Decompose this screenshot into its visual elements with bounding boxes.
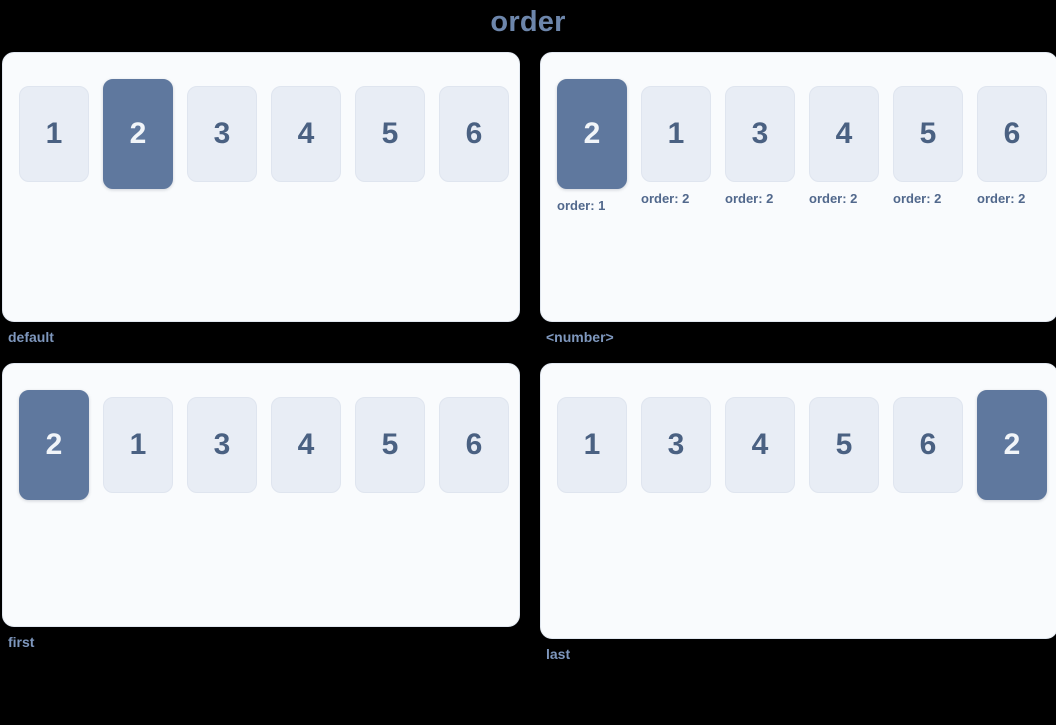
item-row-default: 1 2 3 4 5 6 xyxy=(19,79,519,189)
order-label: order: 1 xyxy=(557,198,606,213)
cell-wrap: 2 xyxy=(103,79,173,189)
panel-caption-last: last xyxy=(546,646,571,662)
panel-last: 1 3 4 5 6 2 xyxy=(540,363,1056,639)
item-cell[interactable]: 1 xyxy=(641,86,711,182)
cell-wrap: 5 order: 2 xyxy=(893,79,963,206)
cell-wrap: 1 xyxy=(103,397,173,493)
item-cell-active[interactable]: 2 xyxy=(557,79,627,189)
order-label: order: 2 xyxy=(809,191,858,206)
item-cell[interactable]: 4 xyxy=(271,397,341,493)
item-cell[interactable]: 1 xyxy=(557,397,627,493)
panel-first: 2 1 3 4 5 6 xyxy=(2,363,520,627)
cell-wrap: 2 order: 1 xyxy=(557,79,627,213)
item-cell[interactable]: 5 xyxy=(355,86,425,182)
cell-wrap: 4 order: 2 xyxy=(809,79,879,206)
item-cell[interactable]: 3 xyxy=(641,397,711,493)
panel-grid: 1 2 3 4 5 6 xyxy=(0,52,1056,662)
item-cell[interactable]: 1 xyxy=(19,86,89,182)
item-cell[interactable]: 5 xyxy=(355,397,425,493)
item-cell[interactable]: 5 xyxy=(809,397,879,493)
cell-wrap: 6 xyxy=(439,397,509,493)
item-cell-active[interactable]: 2 xyxy=(977,390,1047,500)
panel-caption-number: <number> xyxy=(546,329,614,345)
item-cell[interactable]: 1 xyxy=(103,397,173,493)
cell-wrap: 5 xyxy=(355,86,425,182)
demo-number: 2 order: 1 1 order: 2 3 order: 2 4 order… xyxy=(540,52,1056,345)
item-cell[interactable]: 6 xyxy=(977,86,1047,182)
item-cell[interactable]: 6 xyxy=(893,397,963,493)
cell-wrap: 2 xyxy=(977,390,1047,500)
cell-wrap: 6 xyxy=(439,86,509,182)
item-cell-active[interactable]: 2 xyxy=(19,390,89,500)
item-cell[interactable]: 6 xyxy=(439,86,509,182)
cell-wrap: 3 xyxy=(187,397,257,493)
cell-wrap: 5 xyxy=(355,397,425,493)
item-cell[interactable]: 6 xyxy=(439,397,509,493)
panel-default: 1 2 3 4 5 6 xyxy=(2,52,520,322)
cell-wrap: 6 xyxy=(893,397,963,493)
item-cell[interactable]: 3 xyxy=(187,86,257,182)
page-title: order xyxy=(490,6,566,38)
cell-wrap: 3 xyxy=(187,86,257,182)
panel-caption-default: default xyxy=(8,329,54,345)
cell-wrap: 3 order: 2 xyxy=(725,79,795,206)
order-label: order: 2 xyxy=(977,191,1026,206)
panel-caption-first: first xyxy=(8,634,35,650)
cell-wrap: 2 xyxy=(19,390,89,500)
panel-number: 2 order: 1 1 order: 2 3 order: 2 4 order… xyxy=(540,52,1056,322)
item-row-number: 2 order: 1 1 order: 2 3 order: 2 4 order… xyxy=(557,79,1056,213)
cell-wrap: 6 order: 2 xyxy=(977,79,1047,206)
item-cell[interactable]: 3 xyxy=(187,397,257,493)
cell-wrap: 3 xyxy=(641,397,711,493)
cell-wrap: 4 xyxy=(725,397,795,493)
item-row-last: 1 3 4 5 6 2 xyxy=(557,390,1056,500)
order-label: order: 2 xyxy=(641,191,690,206)
demo-default: 1 2 3 4 5 6 xyxy=(2,52,520,345)
order-label: order: 2 xyxy=(725,191,774,206)
item-cell[interactable]: 3 xyxy=(725,86,795,182)
cell-wrap: 4 xyxy=(271,397,341,493)
demo-first: 2 1 3 4 5 6 xyxy=(2,363,520,662)
cell-wrap: 1 xyxy=(19,86,89,182)
cell-wrap: 1 order: 2 xyxy=(641,79,711,206)
item-cell[interactable]: 4 xyxy=(809,86,879,182)
cell-wrap: 5 xyxy=(809,397,879,493)
item-cell[interactable]: 4 xyxy=(271,86,341,182)
item-row-first: 2 1 3 4 5 6 xyxy=(19,390,519,500)
item-cell-active[interactable]: 2 xyxy=(103,79,173,189)
cell-wrap: 1 xyxy=(557,397,627,493)
item-cell[interactable]: 5 xyxy=(893,86,963,182)
item-cell[interactable]: 4 xyxy=(725,397,795,493)
order-label: order: 2 xyxy=(893,191,942,206)
demo-last: 1 3 4 5 6 2 xyxy=(540,363,1056,662)
cell-wrap: 4 xyxy=(271,86,341,182)
